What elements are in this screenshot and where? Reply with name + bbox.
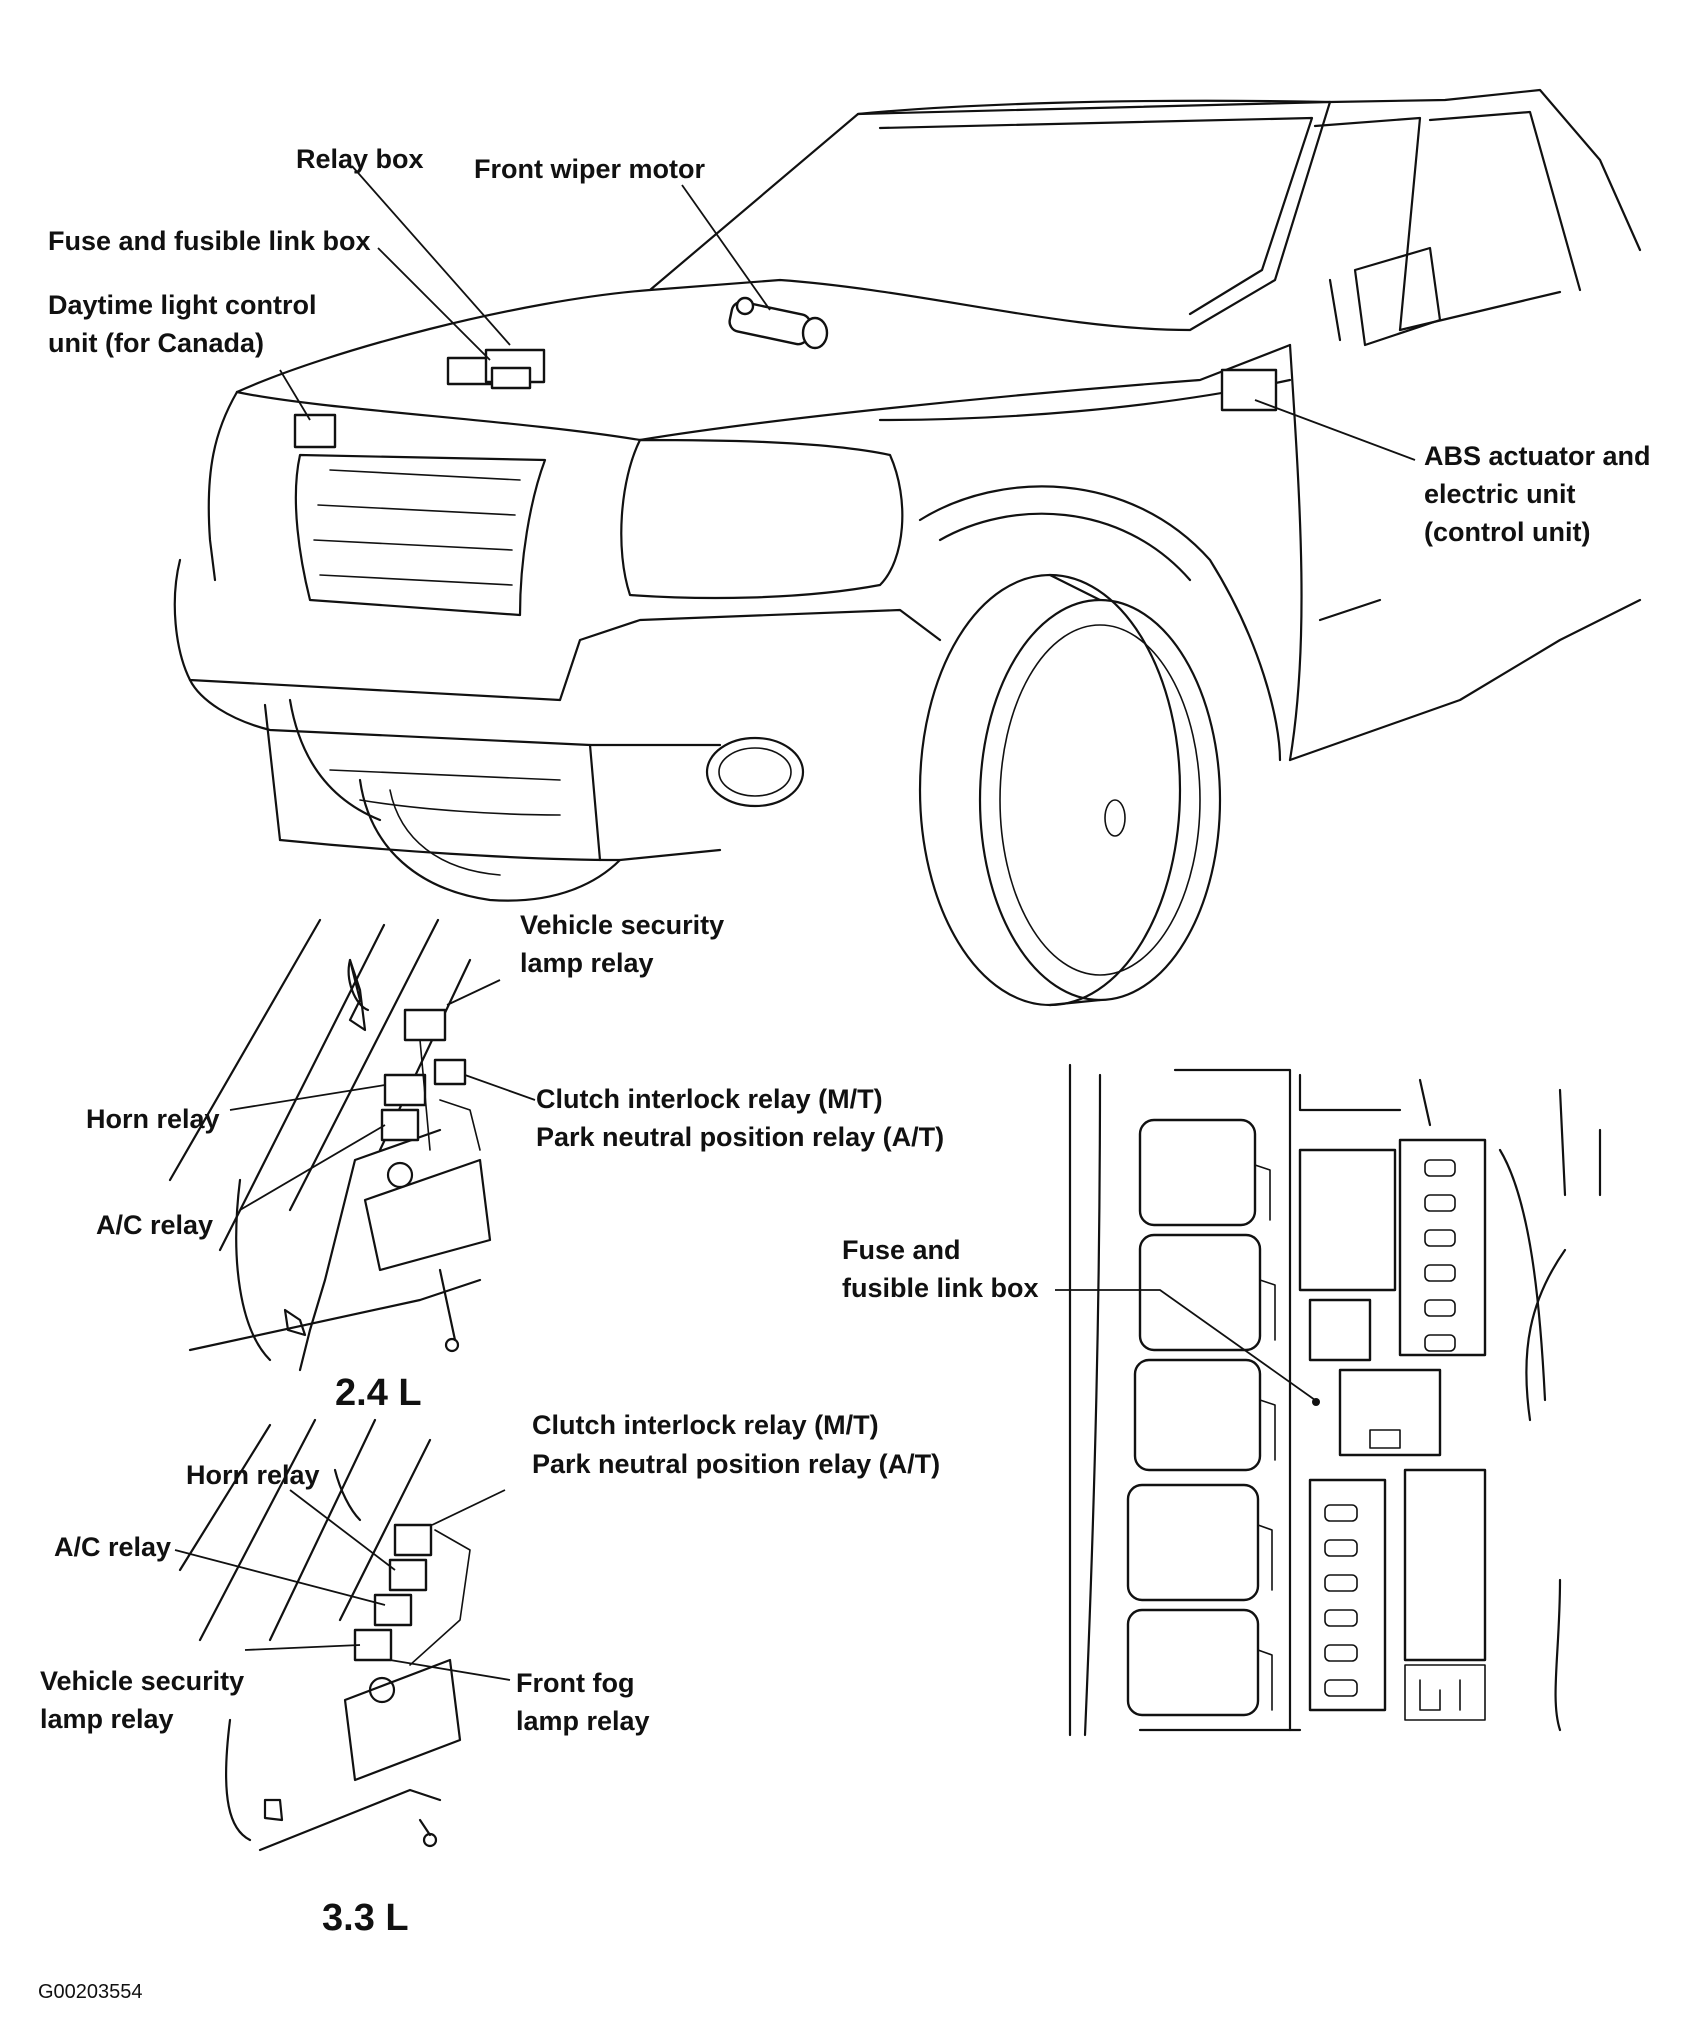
labels: Relay box Front wiper motor Fuse and fus… [38, 144, 1651, 2003]
label-engine-33: 3.3 L [322, 1897, 409, 1939]
fuse-box-detail-leader-dot [1312, 1398, 1320, 1406]
horn-relay-box-24 [383, 1073, 427, 1107]
vehicle-security-relay-24 [403, 1008, 447, 1042]
truck-illustration [173, 88, 1642, 1007]
clutch-relay-box-33 [393, 1523, 433, 1557]
leaders-24L [229, 979, 536, 1211]
label-abs-line1: ABS actuator and [1424, 441, 1651, 471]
detail-33L [178, 1418, 471, 1852]
horn-relay-box-33 [388, 1558, 428, 1592]
leaders-33L [174, 1489, 511, 1681]
label-abs-line2: electric unit [1424, 479, 1576, 509]
label-park-neutral-24: Park neutral position relay (A/T) [536, 1122, 944, 1152]
label-fuse-and-fusible-link-box: Fuse and fusible link box [48, 226, 371, 256]
ac-relay-box-33 [373, 1593, 413, 1627]
label-horn-relay-24: Horn relay [86, 1104, 220, 1134]
label-fuse-box-detail-line1: Fuse and [842, 1235, 961, 1265]
label-daytime-light-control-line1: Daytime light control [48, 290, 317, 320]
label-clutch-interlock-33: Clutch interlock relay (M/T) [532, 1410, 879, 1440]
truck-components [293, 296, 1278, 449]
label-clutch-interlock-24: Clutch interlock relay (M/T) [536, 1084, 883, 1114]
label-vehicle-security-24-line2: lamp relay [520, 948, 654, 978]
fuse-box-detail-leader [1055, 1289, 1316, 1401]
vehicle-security-relay-33 [353, 1628, 393, 1662]
detail-24L [168, 918, 492, 1372]
label-vehicle-security-24-line1: Vehicle security [520, 910, 724, 940]
wiper-motor-shape [728, 296, 829, 350]
label-horn-relay-33: Horn relay [186, 1460, 320, 1490]
label-vehicle-security-33-line2: lamp relay [40, 1704, 174, 1734]
label-front-fog-line1: Front fog [516, 1668, 634, 1698]
abs-unit-shape [1220, 368, 1278, 412]
figure-code: G00203554 [38, 1981, 143, 2003]
label-front-wiper-motor: Front wiper motor [474, 154, 705, 184]
label-ac-relay-24: A/C relay [96, 1210, 213, 1240]
label-fuse-box-detail-line2: fusible link box [842, 1273, 1039, 1303]
label-park-neutral-33: Park neutral position relay (A/T) [532, 1449, 940, 1479]
label-front-fog-line2: lamp relay [516, 1706, 650, 1736]
ac-relay-box-24 [380, 1108, 420, 1142]
label-abs-line3: (control unit) [1424, 517, 1590, 547]
fuse-box-detail [1068, 1063, 1602, 1737]
label-vehicle-security-33-line1: Vehicle security [40, 1666, 244, 1696]
label-ac-relay-33: A/C relay [54, 1532, 171, 1562]
daytime-light-unit-shape [293, 413, 337, 449]
fuse-box-target [1338, 1368, 1442, 1457]
label-relay-box: Relay box [296, 144, 424, 174]
top-leader-lines [279, 165, 1416, 461]
label-daytime-light-control-line2: unit (for Canada) [48, 328, 264, 358]
clutch-relay-box-24 [433, 1058, 467, 1086]
label-engine-24: 2.4 L [335, 1372, 422, 1414]
